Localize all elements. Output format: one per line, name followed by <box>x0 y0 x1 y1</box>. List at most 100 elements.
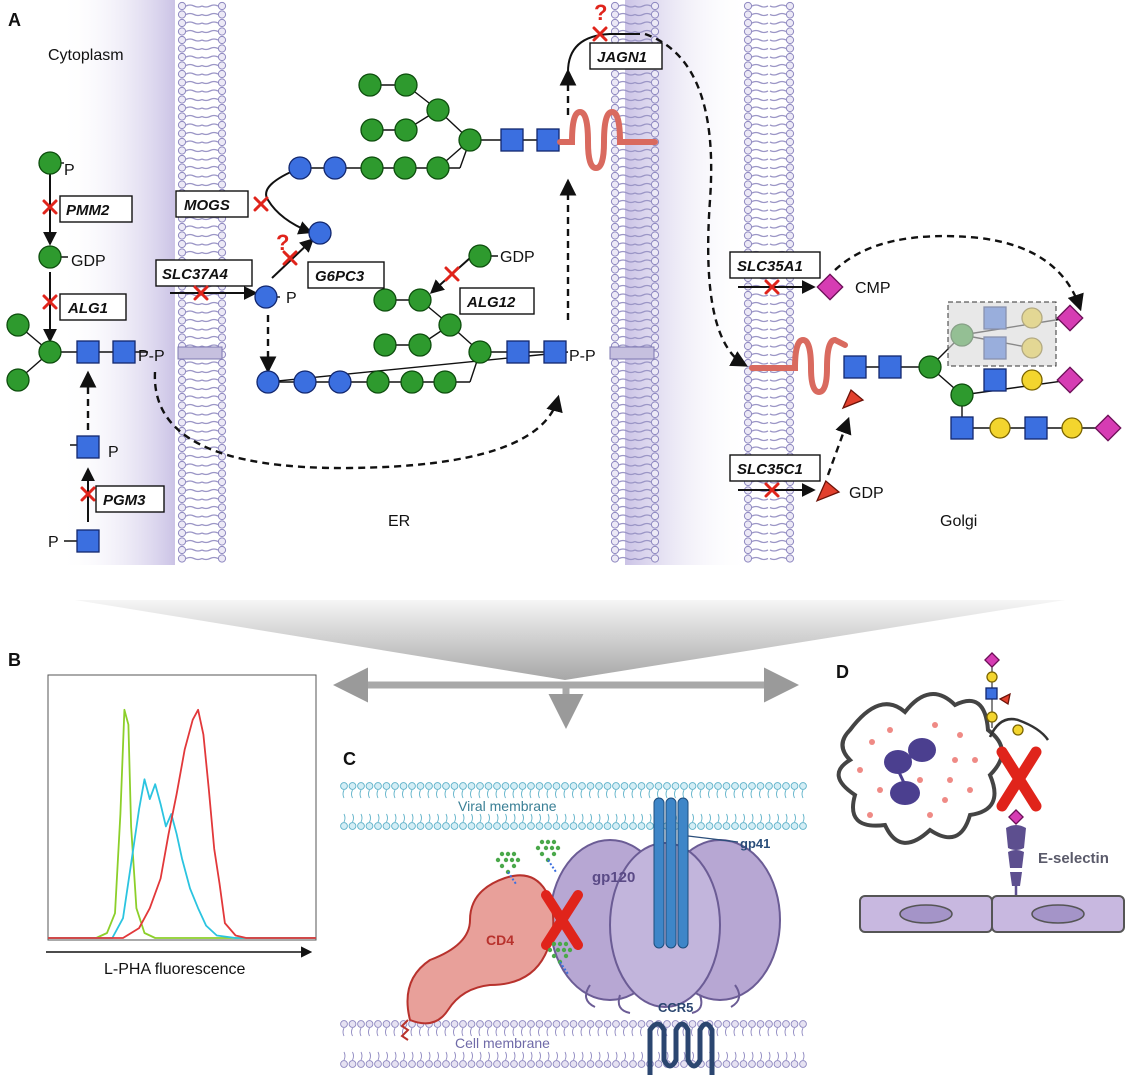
lipid-head <box>217 324 227 334</box>
cell-lipid-head <box>756 1060 765 1068</box>
lipid-tail <box>634 395 652 399</box>
cell-lipid-tail <box>606 1027 608 1037</box>
lipid-head <box>785 103 795 113</box>
viral-lipid-tail <box>632 813 635 823</box>
cell-lipid-tail <box>488 1051 490 1061</box>
glucose-circle <box>308 221 332 245</box>
block-alg12-icon <box>444 266 460 282</box>
lipid-head <box>650 273 660 283</box>
lipid-tail <box>618 505 636 510</box>
lipid-head <box>610 426 620 436</box>
cell-lipid-head <box>629 1020 637 1028</box>
lipid-tail <box>185 446 203 450</box>
lipid-tail <box>769 378 787 382</box>
lipid-tail <box>201 97 219 102</box>
lipid-head <box>217 180 227 189</box>
lipid-tail <box>201 378 219 382</box>
cell-lipid-head <box>510 1060 518 1068</box>
protein-golgi <box>749 336 848 396</box>
lipid-head <box>785 231 795 240</box>
block-slc37a4-icon <box>193 285 209 301</box>
lipid-tail <box>769 97 787 102</box>
lipid-head <box>743 18 753 28</box>
lipid-tail <box>751 361 769 365</box>
lipid-tail <box>185 369 203 374</box>
lipid-head <box>177 86 187 96</box>
lipid-tail <box>618 80 636 85</box>
viral-lipid-tail <box>657 789 659 799</box>
viral-lipid-tail <box>794 813 796 823</box>
lipid-head <box>610 443 620 453</box>
lipid-head <box>177 469 187 478</box>
lipid-head <box>743 426 753 436</box>
lipid-tail <box>618 89 636 93</box>
cell-lipid-head <box>748 1060 756 1068</box>
granule-dot <box>887 727 893 733</box>
viral-lipid-head <box>544 822 552 830</box>
viral-lipid-tail <box>614 789 617 799</box>
granule-dot <box>972 757 978 763</box>
cell-lipid-tail <box>589 1027 591 1037</box>
gp120-lobe-middle <box>609 842 721 1008</box>
glucose-circle <box>293 370 317 394</box>
lipid-head <box>743 214 753 223</box>
lipid-tail <box>769 174 787 178</box>
cell-lipid-head <box>535 1060 544 1068</box>
lipid-tail <box>185 454 203 459</box>
glycan-dot <box>551 851 557 857</box>
viral-lipid-head <box>595 822 603 830</box>
lipid-head <box>217 520 227 529</box>
lipid-tail <box>618 386 636 391</box>
lipid-head <box>177 171 187 181</box>
lipid-tail <box>201 55 219 59</box>
block-mogs-icon <box>253 196 269 212</box>
mannose-circle <box>433 370 457 394</box>
block-pmm2-icon <box>42 199 58 215</box>
lipid-tail <box>618 174 636 178</box>
lipid-head <box>650 10 660 19</box>
cell-lipid-tail <box>342 1027 345 1037</box>
lipid-tail <box>634 497 652 501</box>
lipid-tail <box>769 327 787 331</box>
cell-lipid-tail <box>419 1027 421 1037</box>
viral-lipid-tail <box>513 813 516 823</box>
cell-lipid-head <box>552 1060 561 1068</box>
er-label: ER <box>388 513 410 530</box>
viral-lipid-tail <box>436 789 438 799</box>
lipid-head <box>743 554 753 563</box>
viral-lipid-head <box>442 782 450 790</box>
lipid-tail <box>751 46 769 51</box>
lipid-head <box>650 443 660 453</box>
lipid-head <box>785 392 795 402</box>
lipid-head <box>743 27 753 36</box>
lipid-head <box>217 129 227 138</box>
lipid-tail <box>634 89 652 93</box>
viral-lipid-tail <box>734 813 737 823</box>
lipid-head <box>785 341 795 351</box>
lipid-head <box>217 239 227 249</box>
lipid-tail <box>751 216 769 221</box>
lipid-tail <box>185 157 203 161</box>
lipid-head <box>785 171 795 181</box>
lipid-tail <box>201 21 219 25</box>
lipid-head <box>610 409 620 419</box>
viral-lipid-tail <box>699 789 702 799</box>
lipid-head <box>610 503 620 512</box>
cell-lipid-head <box>799 1020 807 1028</box>
viral-membrane <box>340 782 807 830</box>
lipid-head <box>650 324 660 334</box>
viral-lipid-head <box>348 782 357 790</box>
cell-lipid-head <box>382 1020 391 1028</box>
lipid-tail <box>185 539 203 544</box>
lipid-head <box>650 537 660 546</box>
sialic-acid-diamond <box>984 652 1000 668</box>
cell-lipid-head <box>637 1020 646 1028</box>
glucose-circle <box>323 156 347 180</box>
lipid-tail <box>185 131 203 136</box>
lipid-head <box>650 435 660 444</box>
cell-lipid-tail <box>631 1027 634 1037</box>
lipid-tail <box>634 335 652 340</box>
lipid-head <box>650 95 660 104</box>
viral-lipid-head <box>527 782 535 790</box>
lipid-tail <box>201 131 219 136</box>
